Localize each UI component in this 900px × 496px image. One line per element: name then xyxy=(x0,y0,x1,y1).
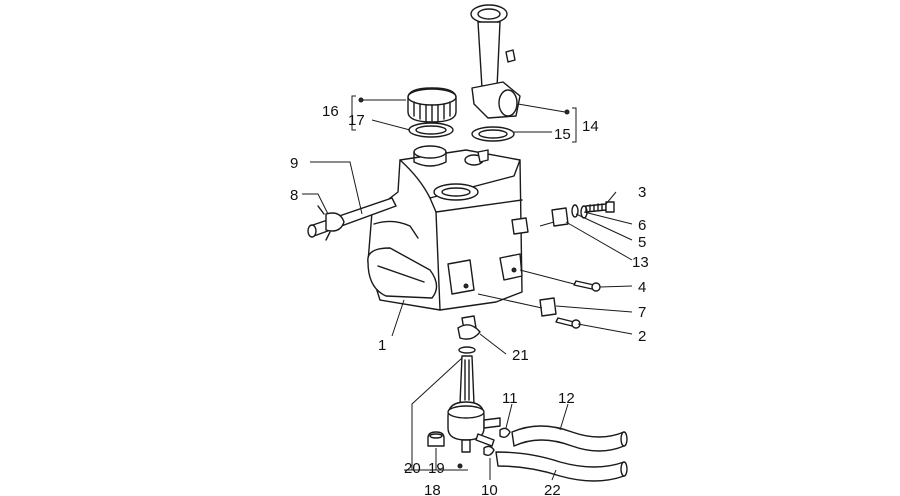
callout-5: 5 xyxy=(638,234,646,251)
screw-2 xyxy=(555,317,581,329)
callout-14: 14 xyxy=(582,118,599,135)
callout-15: 15 xyxy=(554,126,571,143)
plug-19 xyxy=(427,431,445,447)
callout-16: 16 xyxy=(322,103,339,120)
hose-22 xyxy=(495,451,628,482)
clamp-10 xyxy=(483,445,495,457)
callout-19: 19 xyxy=(428,460,445,477)
tank-cap xyxy=(407,87,457,123)
leader-lines xyxy=(302,95,633,481)
callout-2: 2 xyxy=(638,328,646,345)
callout-12: 12 xyxy=(558,390,575,407)
callout-20: 20 xyxy=(404,460,421,477)
callout-3: 3 xyxy=(638,184,646,201)
callout-22: 22 xyxy=(544,482,561,496)
washer-6 xyxy=(571,204,579,218)
callout-6: 6 xyxy=(638,217,646,234)
callout-13: 13 xyxy=(632,254,649,271)
callout-9: 9 xyxy=(290,155,298,172)
clamp-11 xyxy=(499,427,511,439)
fuel-tap xyxy=(447,355,501,453)
filler-neck-assembly xyxy=(470,4,521,119)
clamp-21 xyxy=(457,324,481,340)
callout-7: 7 xyxy=(638,304,646,321)
screw-3 xyxy=(585,201,615,213)
hose-clamp-8 xyxy=(317,205,345,241)
cap-gasket xyxy=(408,122,454,138)
washer-20 xyxy=(458,346,476,354)
callout-8: 8 xyxy=(290,187,298,204)
fuel-tank xyxy=(367,145,529,331)
screw-4 xyxy=(573,280,601,292)
callout-11: 11 xyxy=(502,390,518,407)
callout-10: 10 xyxy=(481,482,498,496)
callout-4: 4 xyxy=(638,279,646,296)
bracket-13 xyxy=(551,207,569,227)
hose-12 xyxy=(511,425,628,452)
callout-21: 21 xyxy=(512,347,529,364)
callout-1: 1 xyxy=(378,337,386,354)
callout-17: 17 xyxy=(348,112,365,129)
callout-18: 18 xyxy=(424,482,441,496)
clip-7 xyxy=(539,297,557,317)
neck-gasket xyxy=(471,126,515,142)
